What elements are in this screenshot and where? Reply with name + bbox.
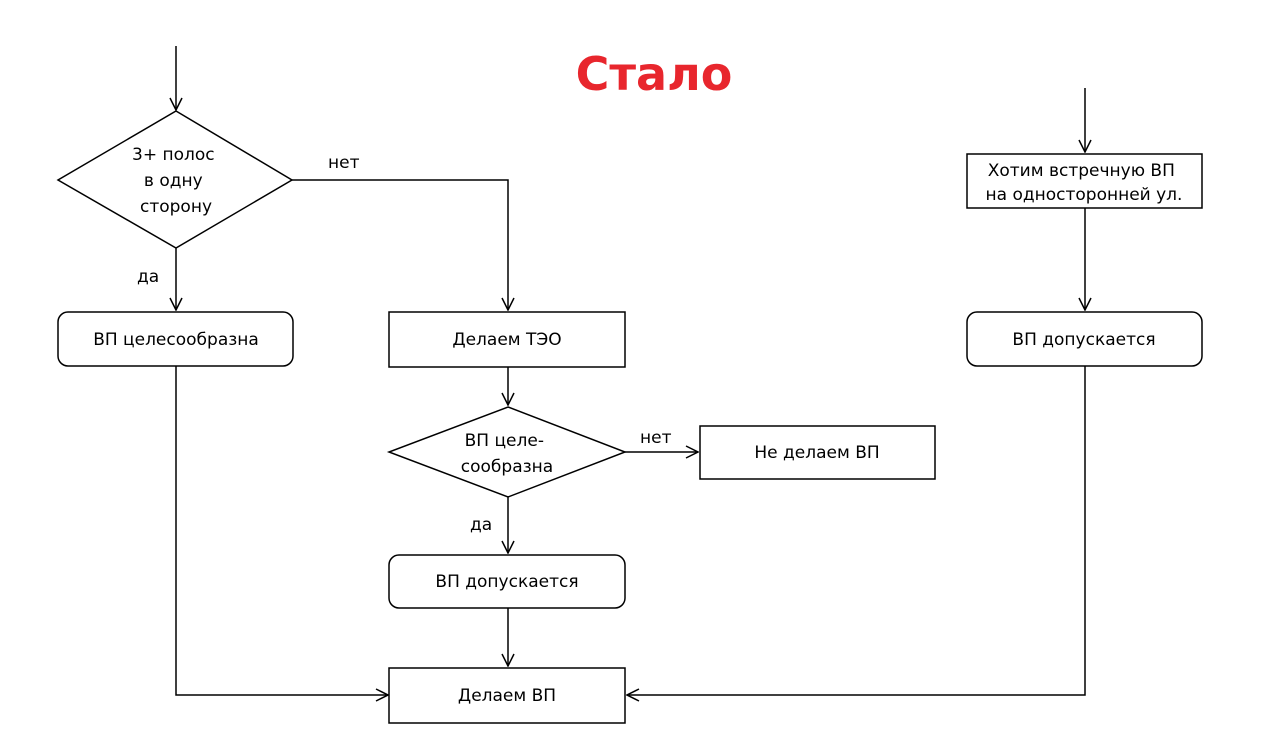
node-oneway-request-line-1: Хотим встречную ВП xyxy=(988,161,1175,181)
node-feasibility-study-text: Делаем ТЭО xyxy=(452,330,561,350)
edge-label-expedient-no: нет xyxy=(640,428,672,448)
node-oneway-request-line-2: на односторонней ул. xyxy=(986,185,1183,205)
decision-expedient-line-1: ВП целе- xyxy=(465,431,544,451)
edge-expedient-to-make xyxy=(175,366,388,695)
node-make-crossing: Делаем ВП xyxy=(388,667,626,724)
edge-right-to-make xyxy=(627,366,1086,695)
edge-lanes-no xyxy=(292,179,508,310)
node-allowed-right-text: ВП допускается xyxy=(1012,330,1155,350)
node-allowed-mid: ВП допускается xyxy=(388,554,626,609)
decision-lanes-text: 3+ полос в одну сторону xyxy=(132,145,220,217)
decision-expedient-text: ВП целе- сообразна xyxy=(461,431,553,477)
node-feasibility-study: Делаем ТЭО xyxy=(388,311,626,368)
node-not-doing: Не делаем ВП xyxy=(699,425,936,480)
decision-lanes-line-3: сторону xyxy=(140,197,212,217)
edge-label-lanes-no: нет xyxy=(328,153,360,173)
node-allowed-right: ВП допускается xyxy=(966,311,1203,367)
decision-lanes: 3+ полос в одну сторону xyxy=(56,110,294,249)
edge-label-expedient-yes: да xyxy=(470,515,492,535)
decision-expedient-line-2: сообразна xyxy=(461,457,553,477)
node-oneway-request: Хотим встречную ВП на односторонней ул. xyxy=(966,153,1203,209)
node-oneway-request-text: Хотим встречную ВП на односторонней ул. xyxy=(986,161,1183,205)
diagram-title: Стало xyxy=(576,47,733,101)
edge-label-lanes-yes: да xyxy=(137,267,159,287)
node-not-doing-text: Не делаем ВП xyxy=(754,443,879,463)
decision-expedient: ВП целе- сообразна xyxy=(386,406,628,498)
node-crossing-expedient-text: ВП целесообразна xyxy=(93,330,259,350)
decision-lanes-line-1: 3+ полос xyxy=(132,145,215,165)
node-crossing-expedient: ВП целесообразна xyxy=(57,311,294,367)
node-make-crossing-text: Делаем ВП xyxy=(458,686,556,706)
node-allowed-mid-text: ВП допускается xyxy=(435,572,578,592)
decision-lanes-line-2: в одну xyxy=(144,171,203,191)
